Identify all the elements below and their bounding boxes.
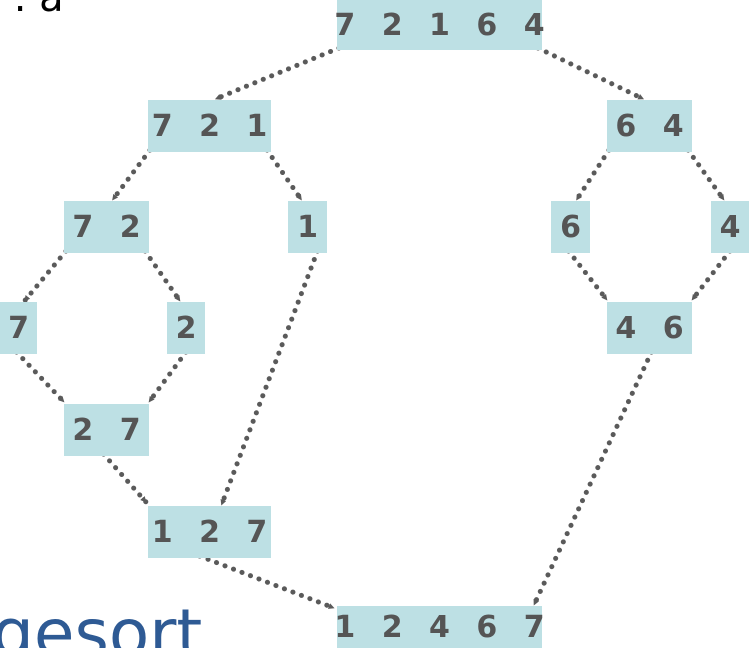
arrow-n64-to-n6 [574, 147, 612, 203]
arrow-n72-to-n2 [142, 248, 183, 304]
node-1: 1 [288, 201, 327, 253]
arrow-n7-to-n27 [14, 349, 67, 405]
arrow-n721-to-n1 [264, 147, 304, 203]
node-72164: 7 2 1 6 4 [334, 0, 545, 50]
cut-off-title-text: gesort [0, 595, 203, 648]
arrow-n27-to-n127 [101, 451, 149, 505]
arrow-n127-to-n12467 [197, 553, 337, 611]
arrow-n2-to-n27 [146, 349, 189, 405]
node-2: 2 [167, 302, 205, 354]
node-64: 6 4 [607, 100, 692, 152]
arrow-n72-to-n7 [22, 248, 69, 304]
arrow-n4-to-n46 [689, 248, 733, 303]
node-721: 7 2 1 [148, 100, 271, 152]
node-127: 1 2 7 [148, 506, 271, 558]
node-7: 7 [0, 302, 37, 354]
node-27: 2 7 [64, 404, 149, 456]
arrow-n46-to-n12467 [531, 349, 654, 608]
node-46: 4 6 [607, 302, 692, 354]
arrow-n64-to-n4 [685, 147, 727, 203]
arrow-n72164-to-n64 [535, 45, 646, 102]
node-12467: 1 2 4 6 7 [334, 606, 545, 648]
arrow-n72164-to-n721 [213, 45, 342, 102]
arrow-n1-to-n127 [219, 248, 320, 508]
node-4: 4 [711, 201, 749, 253]
arrow-n6-to-n46 [566, 248, 610, 303]
cut-off-heading-text: ) . . a [0, 0, 64, 22]
node-72: 7 2 [64, 201, 149, 253]
node-6: 6 [551, 201, 590, 253]
arrow-n721-to-n72 [110, 147, 153, 203]
